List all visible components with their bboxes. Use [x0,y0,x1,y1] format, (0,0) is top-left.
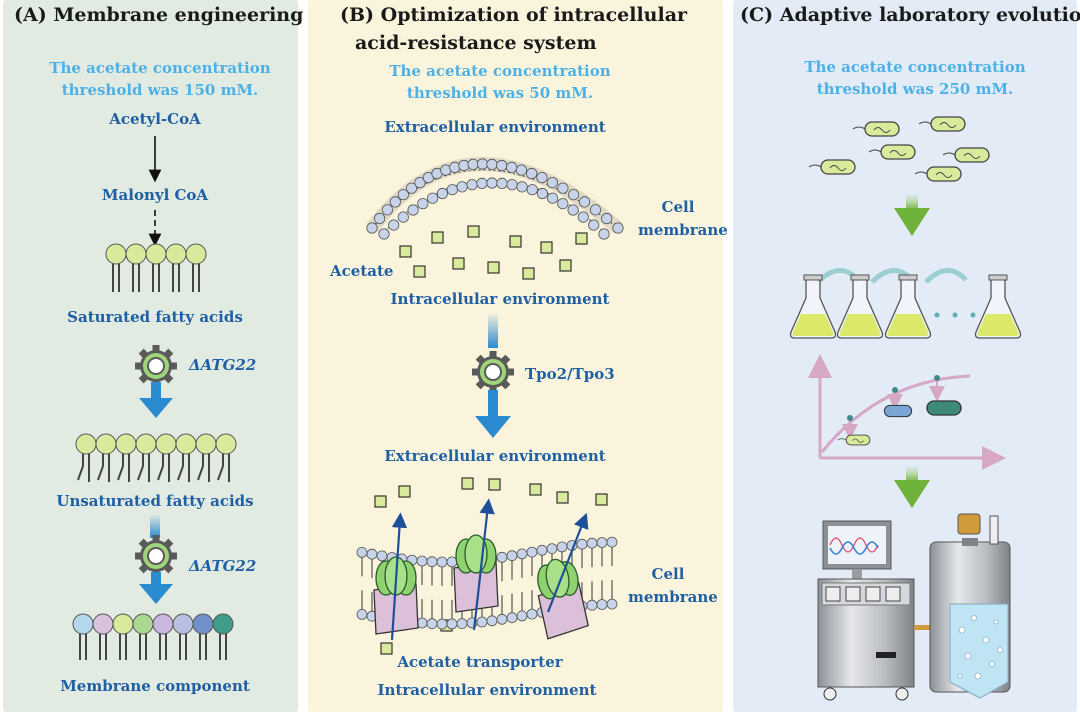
panel-a-threshold: The acetate concentration threshold was … [49,59,271,99]
panel-a-title: (A) Membrane engineering [14,4,304,26]
gear-icon-a1 [134,344,178,388]
label-saturated-fatty-acids: Saturated fatty acids [67,308,243,326]
label-intracellular-bottom: Intracellular environment [377,681,597,699]
label-unsaturated-fatty-acids: Unsaturated fatty acids [56,492,254,510]
panel-b-title-line2: acid-resistance system [355,32,597,54]
label-gene-tpo2-tpo3: Tpo2/Tpo3 [525,365,615,383]
panel-c-title: (C) Adaptive laboratory evolution [740,4,1080,26]
label-membrane-component: Membrane component [60,677,250,695]
blue-arrow-a1 [139,382,173,418]
panel-c-threshold: The acetate concentration threshold was … [804,58,1026,98]
bioreactor [817,513,1011,701]
green-arrow-c2 [894,466,930,508]
blue-arrow-a2 [139,572,173,604]
bacteria-population [808,116,990,182]
label-intracellular-top: Intracellular environment [390,290,610,308]
label-acetate: Acetate [330,262,394,280]
acetate-transporter-3 [531,555,590,640]
fitness-curve-plot [808,354,1006,470]
export-arrows [390,498,589,641]
membrane-heads-top [366,158,624,240]
label-malonyl-coa: Malonyl CoA [101,186,209,204]
label-gene-atg22-1: ΔATG22 [189,356,257,374]
membrane-component-lipids [72,613,234,660]
green-arrow-c1 [894,194,930,236]
flasks [789,274,1022,339]
blue-arrow-b [475,390,511,438]
ellipsis-dots [934,312,976,318]
label-acetate-transporter: Acetate transporter [397,653,563,671]
gear-icon-a2 [134,534,178,578]
transfer-arrows [816,268,968,284]
saturated-lipids [105,243,207,293]
gear-icon-b [471,350,515,394]
acetate-transporter-2 [453,534,499,613]
label-gene-atg22-2: ΔATG22 [189,557,257,575]
panel-b-threshold: The acetate concentration threshold was … [389,62,611,102]
label-extracellular-top: Extracellular environment [384,118,606,136]
fade-arrow-b [488,312,498,348]
panel-b-title-line1: (B) Optimization of intracellular [340,4,688,26]
unsaturated-lipids [75,433,237,483]
label-acetyl-coa: Acetyl-CoA [109,110,201,128]
label-cell-membrane-top: Cell membrane [638,198,728,239]
acetate-molecules-top [399,225,588,280]
fade-arrow-a [150,514,160,538]
label-cell-membrane-bottom: Cell membrane [628,565,718,606]
label-extracellular-bottom: Extracellular environment [384,447,606,465]
